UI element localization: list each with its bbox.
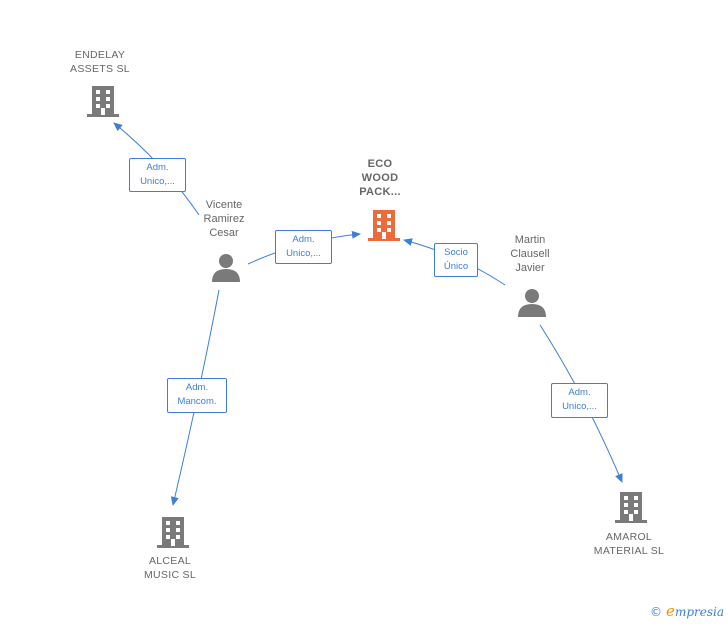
building-icon <box>87 86 119 117</box>
person-icon <box>518 289 546 317</box>
node-label-alceal[interactable]: ALCEAL MUSIC SL <box>144 555 196 581</box>
node-label-martin[interactable]: Martin Clausell Javier <box>510 234 550 274</box>
edge-label-vicente-endelay: Adm. Unico,... <box>129 158 186 192</box>
edge-label-vicente-alceal: Adm. Mancom. <box>167 378 227 413</box>
node-label-endelay[interactable]: ENDELAY ASSETS SL <box>70 49 130 75</box>
empresia-watermark: ©empresia <box>650 602 724 620</box>
edge-label-vicente-eco: Adm. Unico,... <box>275 230 332 264</box>
building-icon <box>157 517 189 548</box>
person-icon <box>212 254 240 282</box>
node-label-eco[interactable]: ECO WOOD PACK... <box>359 158 401 198</box>
edge-label-martin-eco: Socio Único <box>434 243 478 277</box>
node-label-amarol[interactable]: AMAROL MATERIAL SL <box>593 531 665 557</box>
building-icon-focus <box>368 210 400 241</box>
node-label-vicente[interactable]: Vicente Ramirez Cesar <box>203 199 245 239</box>
brand-name: mpresia <box>674 605 724 619</box>
building-icon <box>615 492 647 523</box>
copyright-symbol: © <box>650 605 663 619</box>
brand-initial: e <box>666 602 675 620</box>
edge-label-martin-amarol: Adm. Unico,... <box>551 383 608 418</box>
